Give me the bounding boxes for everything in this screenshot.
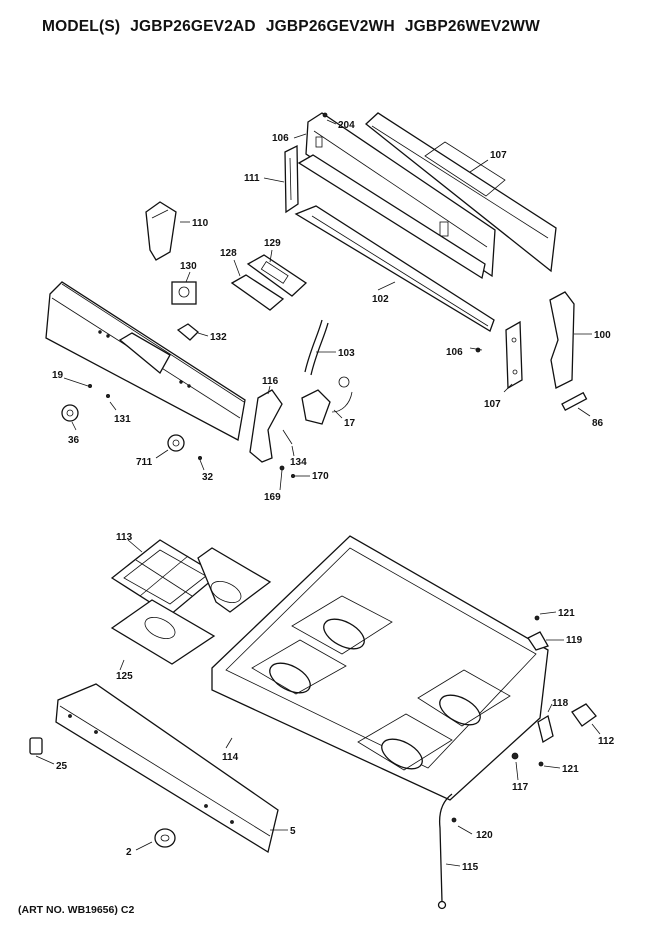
model-number-1: JGBP26GEV2AD [130, 18, 256, 35]
callout-100: 100 [594, 330, 611, 341]
callout-119: 119 [566, 635, 583, 646]
callout-17: 17 [344, 418, 356, 429]
callout-128: 128 [220, 248, 237, 259]
cooktop-assembly [29, 535, 597, 910]
callout-131: 131 [114, 414, 131, 425]
callout-36: 36 [68, 435, 80, 446]
callout-115: 115 [462, 862, 479, 873]
callout-107: 107 [490, 150, 507, 161]
callout-125: 125 [116, 671, 133, 682]
callout-121: 121 [558, 608, 575, 619]
callout-112: 112 [598, 736, 615, 747]
callout-25: 25 [56, 761, 68, 772]
callout-114: 114 [222, 752, 239, 763]
part-callouts: 204 106 107 111 110 128 129 130 102 132 … [52, 120, 615, 873]
backsplash-assembly [284, 112, 588, 412]
callout-113: 113 [116, 532, 133, 543]
callout-132: 132 [210, 332, 227, 343]
art-number: (ART NO.WB19656)C2 [18, 904, 137, 916]
leader-lines [35, 119, 601, 867]
callout-120: 120 [476, 830, 493, 841]
callout-169: 169 [264, 492, 281, 503]
callout-118: 118 [552, 698, 569, 709]
control-panel-assembly [45, 201, 353, 478]
callout-19: 19 [52, 370, 64, 381]
art-suffix: C2 [120, 904, 135, 916]
callout-711: 711 [136, 457, 153, 468]
model-title: MODEL(S) JGBP26GEV2AD JGBP26GEV2WH JGBP26WE… [42, 18, 550, 36]
callout-121-lower: 121 [562, 764, 579, 775]
model-prefix: MODEL(S) [42, 18, 121, 35]
callout-2: 2 [126, 847, 132, 858]
callout-170: 170 [312, 471, 329, 482]
callout-117: 117 [512, 782, 529, 793]
art-code: WB19656) [67, 904, 118, 916]
model-number-2: JGBP26GEV2WH [265, 18, 395, 35]
model-number-3: JGBP26WEV2WW [404, 18, 540, 35]
callout-116: 116 [262, 376, 279, 387]
callout-107-lower: 107 [484, 399, 501, 410]
callout-130: 130 [180, 261, 197, 272]
callout-5: 5 [290, 826, 296, 837]
callout-129: 129 [264, 238, 281, 249]
callout-134: 134 [290, 457, 307, 468]
callout-102: 102 [372, 294, 389, 305]
callout-110: 110 [192, 218, 209, 229]
art-label: (ART NO. [18, 904, 65, 916]
callout-103: 103 [338, 348, 355, 359]
callout-106-lower: 106 [446, 347, 463, 358]
callout-204: 204 [338, 120, 355, 131]
callout-32: 32 [202, 472, 214, 483]
callout-106: 106 [272, 133, 289, 144]
callout-111: 111 [244, 173, 260, 184]
callout-86: 86 [592, 418, 604, 429]
